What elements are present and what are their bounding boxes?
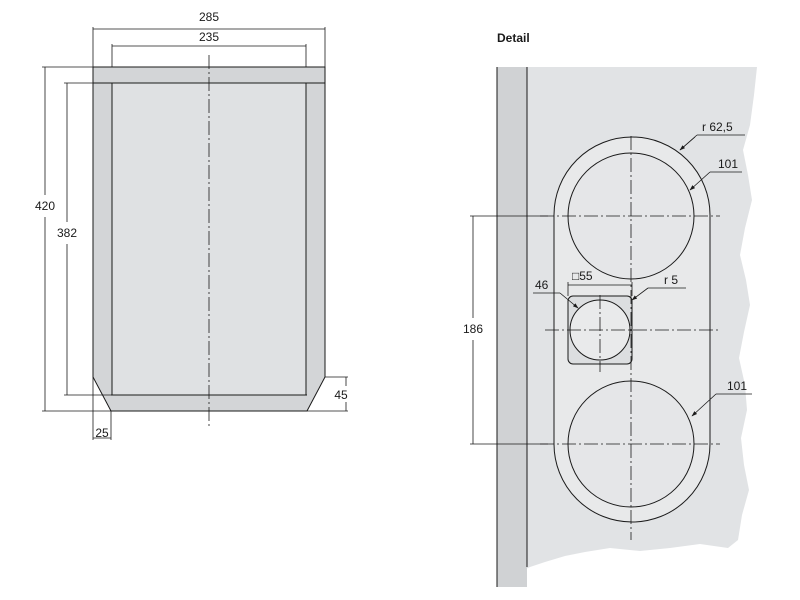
detail-wall xyxy=(497,67,527,587)
dim-square: □55 xyxy=(572,269,593,283)
dim-width-inner: 235 xyxy=(199,30,219,44)
dim-corner-radius: r 5 xyxy=(664,273,678,287)
dim-small-hole: 46 xyxy=(535,278,549,292)
detail-view: Detail r 62,5 101 10 xyxy=(463,31,757,587)
dim-hole-bottom: 101 xyxy=(727,379,747,393)
dim-bevel-width: 25 xyxy=(95,426,109,440)
dim-width-outer: 285 xyxy=(199,10,219,24)
dim-height-outer: 420 xyxy=(35,199,55,213)
dim-slot-radius: r 62,5 xyxy=(702,120,733,134)
dim-bevel-height: 45 xyxy=(334,388,348,402)
dim-height-inner: 382 xyxy=(57,226,77,240)
dim-spacing: 186 xyxy=(463,322,483,336)
detail-title: Detail xyxy=(497,31,530,45)
front-view: 285 235 420 382 45 25 xyxy=(35,10,353,440)
dim-hole-top: 101 xyxy=(718,157,738,171)
